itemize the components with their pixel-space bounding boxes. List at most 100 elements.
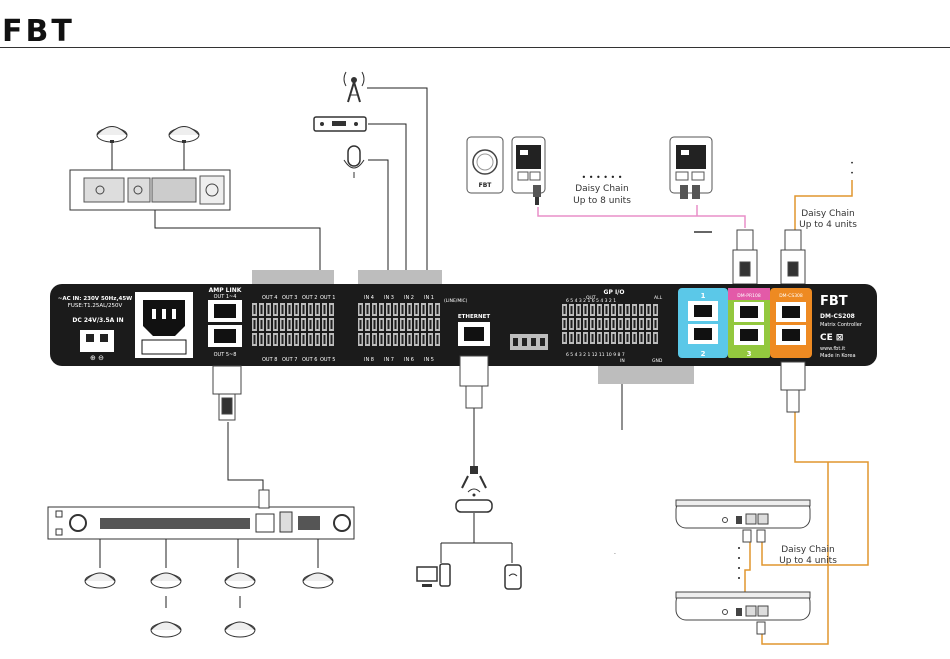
orange-chain-2 xyxy=(744,540,751,610)
terminal-hole xyxy=(394,320,397,329)
terminal-hole xyxy=(288,320,291,329)
terminal-hole xyxy=(359,320,362,329)
remote-panel-1 xyxy=(511,136,546,205)
signal-lines xyxy=(154,87,623,563)
ceiling-speaker-3 xyxy=(84,572,116,589)
port-number-1: 1 xyxy=(701,292,706,300)
rack-amplifier xyxy=(47,506,355,540)
rj-port-1b[interactable] xyxy=(688,324,718,344)
output-terminal-grid[interactable] xyxy=(252,303,334,346)
daisy-chain-top-right-line1: Daisy Chain xyxy=(801,209,855,219)
vertical-dots-top: • xyxy=(850,160,854,167)
terminal-hole xyxy=(380,335,383,344)
ethernet-label: ETHERNET xyxy=(458,314,490,320)
terminal-hole xyxy=(309,305,312,314)
plug-pink-top xyxy=(732,229,758,285)
gpio-terminal-grid[interactable] xyxy=(562,304,658,344)
vertical-dots-bottom xyxy=(738,547,740,579)
rj-port-orange-b[interactable] xyxy=(776,325,806,345)
terminal-hole xyxy=(429,335,432,344)
terminal-hole xyxy=(408,335,411,344)
ceiling-speaker-1 xyxy=(96,126,128,172)
dm-label-orange: DM-CS308 xyxy=(779,293,803,299)
terminal-hole xyxy=(373,320,376,329)
amp-link-bottom-label: OUT 5~8 xyxy=(214,352,237,358)
terminal-hole xyxy=(316,335,319,344)
terminal-hole xyxy=(366,320,369,329)
ceiling-speaker-2 xyxy=(168,126,200,172)
rj-port-3a[interactable] xyxy=(734,302,764,322)
terminal-hole xyxy=(359,305,362,314)
ceiling-speaker-4 xyxy=(150,572,182,589)
in-top-label: IN 2 xyxy=(404,295,414,301)
in-top-label: IN 1 xyxy=(424,295,434,301)
out-top-label: OUT 4 xyxy=(262,295,277,301)
terminal-hole xyxy=(598,320,601,328)
terminal-hole xyxy=(253,335,256,344)
out-bottom-label: OUT 8 xyxy=(262,357,277,363)
terminal-hole xyxy=(619,334,622,342)
bottom-speakers xyxy=(99,539,319,608)
terminal-hole xyxy=(591,334,594,342)
terminal-hole xyxy=(436,305,439,314)
panel-brand: FBT xyxy=(820,294,848,309)
terminal-hole xyxy=(612,306,615,314)
terminal-hole xyxy=(260,320,263,329)
terminal-hole xyxy=(429,305,432,314)
terminal-hole xyxy=(577,334,580,342)
terminal-hole xyxy=(274,305,277,314)
in-bottom-label: IN 6 xyxy=(404,357,414,363)
terminal-hole xyxy=(654,306,657,314)
power-amplifier xyxy=(69,169,231,211)
port-number-3: 3 xyxy=(747,350,752,358)
out-bottom-label: OUT 6 xyxy=(302,357,317,363)
line-tuner-to-in2 xyxy=(368,123,407,270)
pink-chain xyxy=(537,205,746,228)
terminal-hole xyxy=(605,320,608,328)
gpio-all-label: ALL xyxy=(654,295,663,301)
in-bottom-label: IN 8 xyxy=(364,357,374,363)
rj-port-3b[interactable] xyxy=(734,325,764,345)
terminal-hole xyxy=(323,320,326,329)
dc-symbols: ⊕ ⊖ xyxy=(90,354,104,362)
rj-port-orange-a[interactable] xyxy=(776,302,806,322)
amp-link-port-1[interactable] xyxy=(208,300,242,322)
ce-mark: CE ⊠ xyxy=(820,333,843,343)
wall-volume-panel xyxy=(466,136,504,194)
rack-link-plug xyxy=(258,489,270,509)
made-in: Made in Korea xyxy=(820,353,856,359)
line-ampl-link xyxy=(227,422,264,490)
terminal-hole xyxy=(302,335,305,344)
rj-port-1a[interactable] xyxy=(688,301,718,321)
terminal-hole xyxy=(563,306,566,314)
terminal-block-in-top xyxy=(358,270,442,284)
tuner-icon xyxy=(313,116,367,132)
terminal-hole xyxy=(570,334,573,342)
plug-orange-top xyxy=(780,229,806,285)
terminal-hole xyxy=(309,320,312,329)
terminal-hole xyxy=(288,305,291,314)
ethernet-port[interactable] xyxy=(458,322,490,346)
gpio-terminal-block xyxy=(598,366,694,384)
terminal-hole xyxy=(577,320,580,328)
orange-chain-mid xyxy=(761,412,869,566)
terminal-hole xyxy=(387,335,390,344)
port-number-2: 2 xyxy=(701,350,706,358)
terminal-hole xyxy=(281,320,284,329)
terminal-hole xyxy=(598,334,601,342)
terminal-hole xyxy=(274,335,277,344)
terminal-hole xyxy=(387,320,390,329)
out-bottom-label: OUT 7 xyxy=(282,357,297,363)
daisy-chain-bottom-line2: Up to 4 units xyxy=(779,556,837,566)
ethernet-plug xyxy=(459,355,489,409)
amp-link-port-2[interactable] xyxy=(208,325,242,347)
terminal-hole xyxy=(584,306,587,314)
small-terminal-block[interactable] xyxy=(510,334,548,350)
terminal-hole xyxy=(633,306,636,314)
terminal-hole xyxy=(408,320,411,329)
input-terminal-grid[interactable] xyxy=(358,303,440,346)
terminal-hole xyxy=(295,335,298,344)
out-top-label: OUT 3 xyxy=(282,295,297,301)
terminal-hole xyxy=(591,320,594,328)
terminal-hole xyxy=(563,320,566,328)
